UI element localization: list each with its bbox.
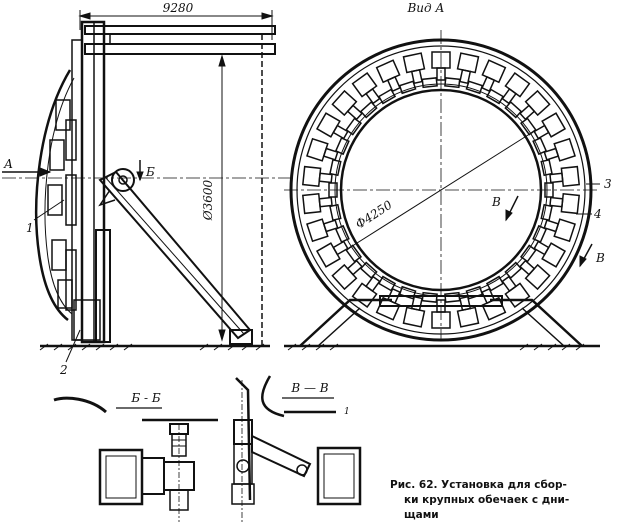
clamp-stem	[543, 219, 560, 233]
clamp-outer-block	[524, 263, 551, 291]
caption-line-2: ки крупных обечаек с дни-	[404, 494, 569, 506]
clamp-jaw	[504, 261, 523, 279]
clamp-jaw	[398, 80, 417, 95]
dim-length-label: 9280	[163, 1, 194, 15]
clamp-outer-block	[541, 112, 567, 138]
clamp-stem	[459, 295, 472, 312]
clamp-stem	[332, 124, 349, 140]
clamp-stem	[481, 75, 496, 93]
clamp-jaw	[485, 88, 505, 105]
clamp-stem	[533, 124, 550, 140]
clamp-stem	[346, 259, 363, 276]
clamp-stem	[533, 240, 550, 256]
view-a-title: Вид А	[406, 1, 444, 15]
clamp-stem	[318, 172, 333, 184]
arrow-v-right-label: В	[595, 251, 605, 265]
clamp-outer-block	[524, 89, 551, 117]
clamp-jaw	[421, 291, 438, 303]
clamp-jaw	[345, 117, 363, 136]
clamp-jaw	[334, 224, 350, 243]
clamp-jaw	[540, 203, 553, 222]
clamp-stem	[322, 147, 339, 161]
clamp-outer-block	[306, 137, 329, 162]
clamp-jaw	[532, 137, 548, 156]
clamp-jaw	[377, 275, 397, 292]
clamp-stem	[410, 295, 423, 312]
clamp-stem	[519, 259, 536, 276]
clamp-jaw	[532, 224, 548, 243]
clamp-outer-block	[402, 52, 426, 74]
clamp-stem	[346, 104, 363, 121]
clamp-jaw	[329, 158, 342, 177]
clamp-jaw	[519, 244, 537, 263]
small-mark-label: 1	[344, 407, 350, 417]
clamp-stem	[501, 275, 517, 293]
clamp-outer-block	[301, 192, 322, 215]
clamp-outer-block	[560, 192, 581, 215]
clamp-outer-block	[315, 112, 341, 138]
part-1-label: 1	[26, 221, 34, 235]
clamp-jaw	[504, 101, 523, 119]
clamp-outer-block	[553, 218, 576, 243]
clamp-jaw	[329, 203, 342, 222]
clamp-outer-block	[301, 165, 322, 188]
clamp-outer-block	[351, 282, 378, 308]
clamp-jaw	[444, 77, 461, 89]
caption-line-3: щами	[404, 509, 439, 521]
dim-diameter-outer-label: Ø3600	[201, 179, 215, 221]
clamp-jaw	[421, 77, 438, 89]
clamp-jaw	[465, 80, 484, 95]
clamp-stem	[459, 68, 472, 85]
clamp-stem	[410, 68, 423, 85]
arrow-a-label: А	[3, 157, 13, 171]
dim-diameter-inner-label: Ф4250	[353, 198, 395, 232]
clamp-outer-block	[456, 306, 480, 328]
clamp-jaw	[359, 261, 378, 279]
clamp-outer-block	[331, 263, 358, 291]
part-4-label: 4	[593, 207, 602, 221]
view-a-ring	[284, 30, 600, 351]
clamp-outer-block	[331, 89, 358, 117]
arrow-b-label: Б	[145, 165, 155, 179]
clamp-outer-block	[351, 72, 378, 98]
clamp-outer-block	[541, 242, 567, 268]
section-bb	[53, 396, 218, 522]
arrow-v-left-label: В	[491, 195, 501, 209]
clamp-stem	[386, 75, 401, 93]
part-2-label: 2	[59, 363, 68, 377]
clamp-outer-block	[504, 72, 531, 98]
clamp-outer-block	[456, 52, 480, 74]
clamp-stem	[365, 87, 381, 105]
section-vv-label: В — В	[290, 381, 328, 395]
clamp-stem	[332, 240, 349, 256]
clamp-outer-block	[553, 137, 576, 162]
clamp-stem	[318, 196, 333, 208]
caption-line-1: Рис. 62. Установка для сбор-	[390, 479, 567, 491]
clamp-stem	[365, 275, 381, 293]
clamp-outer-block	[306, 218, 329, 243]
clamp-outer-block	[402, 306, 426, 328]
clamp-stem	[501, 87, 517, 105]
clamp-jaw	[359, 101, 378, 119]
section-bb-label: Б - Б	[130, 391, 161, 405]
clamp-stem	[543, 147, 560, 161]
clamp-jaw	[334, 137, 350, 156]
clamp-jaw	[444, 291, 461, 303]
clamp-stem	[481, 287, 496, 305]
clamp-outer-block	[504, 282, 531, 308]
clamp-outer-block	[560, 165, 581, 188]
clamp-stem	[549, 172, 564, 184]
clamp-outer-block	[315, 242, 341, 268]
clamp-stem	[322, 219, 339, 233]
section-vv	[231, 375, 362, 524]
clamp-jaw	[377, 88, 397, 105]
side-view	[2, 10, 290, 363]
clamp-stem	[549, 196, 564, 208]
clamp-stem	[386, 287, 401, 305]
part-3-label: 3	[604, 177, 612, 191]
clamp-jaw	[540, 158, 553, 177]
clamp-stem	[519, 104, 536, 121]
clamp-jaw	[485, 275, 505, 292]
